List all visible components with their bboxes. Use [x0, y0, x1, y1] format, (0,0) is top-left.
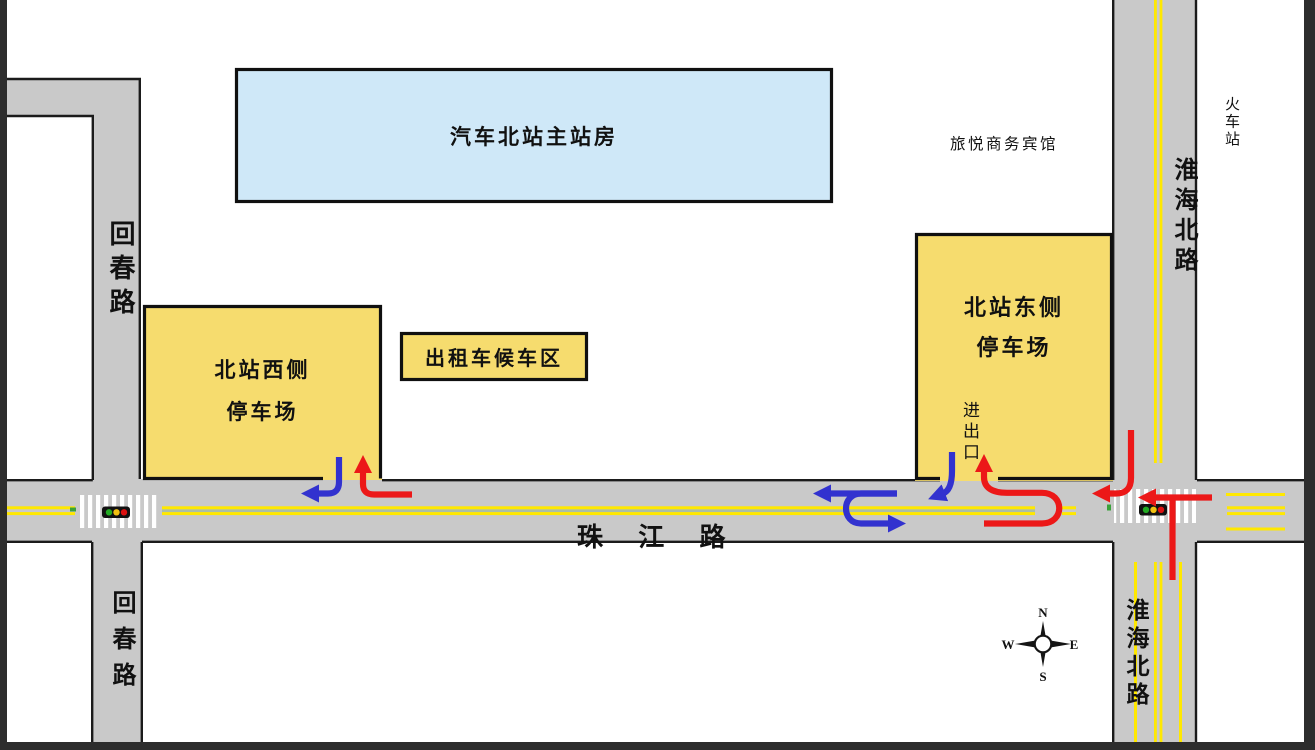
edge-huichun-nw — [7, 114, 94, 480]
lane-line — [162, 512, 1035, 516]
signal-red-icon — [120, 509, 128, 516]
road-edges — [7, 0, 1304, 742]
signal-green-icon — [1142, 506, 1150, 513]
lane-line — [1179, 562, 1182, 742]
lane-line — [7, 512, 75, 516]
lane-line — [1227, 512, 1285, 516]
building-west-parking — [143, 305, 382, 480]
lane-line — [1227, 506, 1285, 510]
compass-west-point — [1015, 640, 1037, 648]
lane-line — [1154, 0, 1157, 463]
lane-dash — [1062, 512, 1076, 516]
lane-line — [1154, 562, 1157, 742]
exit-route-arrows-blue — [301, 452, 956, 533]
green-tick — [1107, 504, 1111, 511]
lane-markings — [7, 0, 1285, 742]
road-huichun-south — [92, 542, 142, 742]
lane-line — [1159, 0, 1163, 463]
lane-line — [1159, 562, 1163, 742]
compass-east-point — [1049, 640, 1071, 648]
buildings — [142, 67, 1114, 481]
lane-line — [7, 506, 75, 510]
entry-route-arrows-red — [354, 430, 1212, 580]
lane-dash — [1062, 506, 1076, 510]
blue-arrow-u-turn — [843, 490, 906, 533]
road-huichun-north — [93, 78, 141, 479]
red-arrow-west-parking-entry — [354, 455, 412, 498]
building-taxi-zone — [399, 331, 589, 382]
building-main-station — [234, 67, 834, 204]
west-parking-outline — [142, 304, 383, 481]
red-arrow-from-huaihai-south-turn — [1092, 430, 1135, 503]
signal-red-icon — [1157, 506, 1165, 513]
lane-line — [1226, 527, 1285, 531]
traffic-light-west — [102, 506, 130, 518]
signal-amber-icon — [1150, 506, 1157, 513]
blue-arrow-west-parking-exit — [301, 457, 343, 503]
lane-line — [162, 506, 1035, 510]
signal-amber-icon — [113, 509, 120, 516]
map-border-left — [0, 0, 7, 750]
signal-green-icon — [105, 509, 113, 516]
blue-arrow-east-parking-exit — [928, 452, 956, 502]
compass-circle — [1033, 634, 1053, 654]
building-east-parking — [915, 233, 1113, 481]
green-tick — [70, 507, 76, 512]
center-gap — [162, 509, 1035, 513]
compass-rose — [1015, 621, 1071, 667]
map-border-right — [1304, 0, 1315, 750]
map-border-bottom — [0, 742, 1315, 750]
lane-line — [1134, 562, 1137, 742]
traffic-light-east — [1139, 504, 1167, 516]
red-arrow-east-parking-entry — [975, 454, 1063, 527]
east-parking-outline — [914, 232, 1114, 481]
edge-huichun-ne — [7, 77, 141, 479]
lane-line — [1226, 493, 1285, 496]
